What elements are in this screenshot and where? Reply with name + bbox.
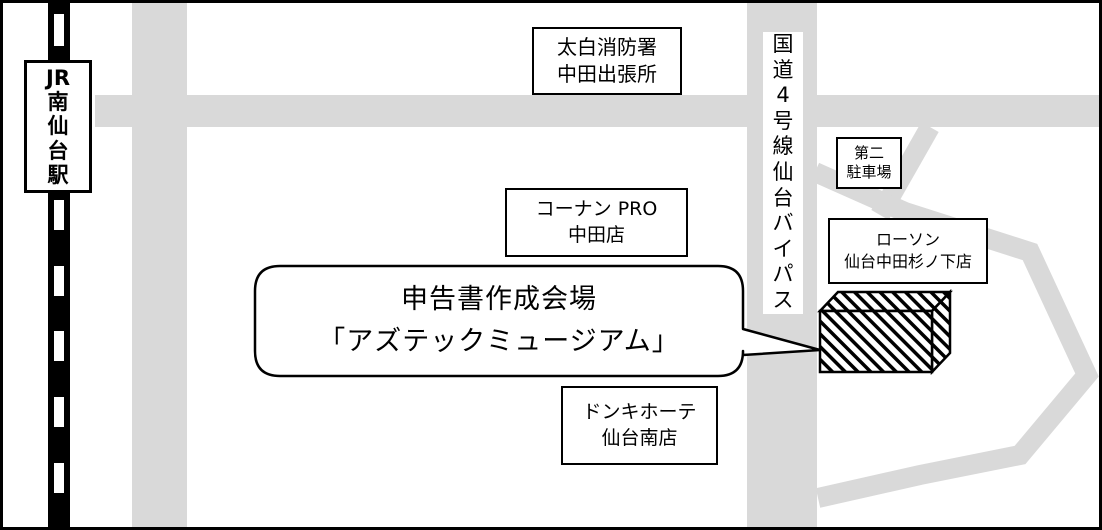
landmark-branch: 中田店 [567,223,625,246]
building-top [817,290,953,313]
highway-label-char: 号 [772,108,794,133]
building-front [818,309,934,374]
station-label: JR 南 仙 台 駅 [24,60,92,193]
venue-title: 申告書作成会場 [401,284,597,316]
landmark-name: ドンキホーテ [582,400,697,423]
landmark-name: 太白消防署 [557,35,657,59]
landmark-branch: 仙台中田杉ノ下店 [843,252,972,271]
highway-label-char: イ [772,236,794,261]
road-north-vertical [132,3,187,527]
landmark-name: コーナン PRO [535,197,658,220]
landmark-konan-pro: コーナン PRO 中田店 [505,188,688,257]
landmark-branch: 仙台南店 [601,426,678,449]
venue-callout: 申告書作成会場 「アズテックミュージアム」 [255,266,743,376]
landmark-branch: 中田出張所 [557,62,657,86]
station-label-char: 仙 [47,114,69,139]
station-label-char: 南 [47,90,69,115]
highway-label-char: 4 [776,83,790,108]
highway-label-char: 仙 [772,160,794,185]
station-label-char: 台 [47,138,69,163]
station-label-char: JR [46,66,70,91]
venue-building [817,288,953,376]
venue-name: 「アズテックミュージアム」 [318,326,680,357]
highway-label-char: 線 [772,134,794,159]
highway-label-char: バ [772,211,794,236]
road-horizontal [95,95,1100,127]
landmark-fire-station: 太白消防署 中田出張所 [532,27,682,95]
landmark-branch: 駐車場 [846,163,892,181]
landmark-name: ローソン [875,230,940,250]
highway-label-char: 道 [772,57,794,82]
landmark-name: 第二 [853,144,884,163]
highway-label-char: 台 [772,185,794,210]
highway-label-char: パ [772,262,794,287]
highway-label-char: ス [772,288,794,313]
landmark-parking-2: 第二 駐車場 [836,137,902,189]
landmark-lawson: ローソン 仙台中田杉ノ下店 [828,218,988,284]
highway-label-char: 国 [772,32,794,56]
station-label-char: 駅 [47,162,69,187]
railway-dashes [54,14,64,493]
landmark-donki: ドンキホーテ 仙台南店 [561,386,718,465]
highway-label: 国 道 4 号 線 仙 台 バ イ パ ス [763,32,803,314]
road-curve-east [810,162,1099,508]
venue-callout-bubble [253,264,822,378]
roads [95,3,1100,527]
